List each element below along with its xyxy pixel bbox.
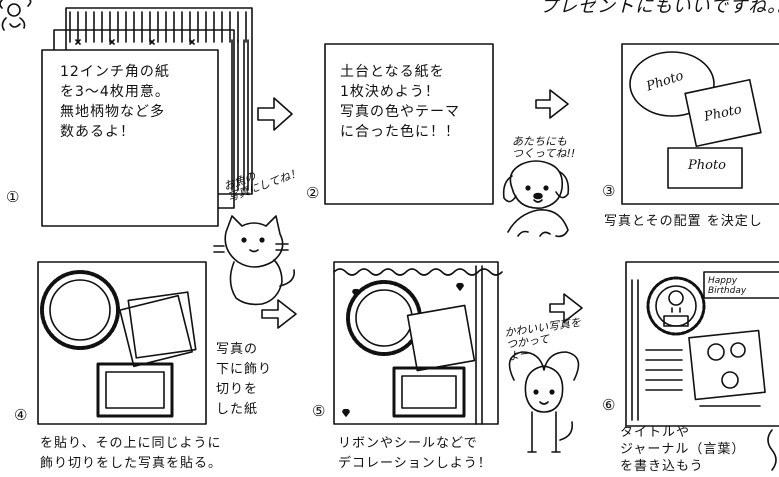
offset-photo-frame <box>119 294 193 368</box>
puppy-illustration <box>508 351 580 453</box>
step5-number: ⑤ <box>312 402 326 420</box>
step1-text: 12インチ角の紙 を3〜4枚用意。 無地柄物など多 数あるよ！ <box>60 64 170 140</box>
step3-number: ③ <box>602 182 616 200</box>
step2-text: 土台となる紙を 1枚決めよう！ 写真の色やテーマ に合った色に！！ <box>340 64 460 140</box>
step3-caption: 写真とその配置 を決定し <box>604 214 763 229</box>
photo-label: Photo <box>688 158 726 173</box>
step4-paper-drawing <box>37 261 207 425</box>
oval-photo-frame <box>629 51 715 117</box>
step5-paper-drawing <box>333 261 499 425</box>
birthday-banner-text: Happy Birthday <box>708 276 747 296</box>
arrow-icon <box>257 97 293 131</box>
step4-number: ④ <box>14 406 28 424</box>
dog-speech-text: あたちにも つくってね!! <box>512 135 576 160</box>
step5-caption: リボンやシールなどで デコレーションしよう！ <box>338 436 492 471</box>
bottom-photo-frame <box>667 147 743 189</box>
flower-decoration <box>0 0 32 31</box>
tilted-photo-frame <box>684 78 762 148</box>
dog-illustration <box>502 160 570 238</box>
step2-number: ② <box>306 184 320 202</box>
cat-illustration <box>213 215 296 306</box>
arrow-icon <box>261 299 297 329</box>
step6-caption: タイトルや ジャーナル（言葉） を書き込もう <box>620 425 746 474</box>
paper-stack-drawing <box>41 7 253 227</box>
scalloped-frame <box>40 270 120 350</box>
step4-caption: を貼り、その上に同じように 飾り切りをした写真を貼る。 <box>40 436 223 471</box>
ornate-photo-frame <box>96 362 174 418</box>
finished-page-drawing <box>625 261 779 427</box>
offset-photo-frame-2 <box>127 291 197 359</box>
step6-number: ⑥ <box>602 396 616 414</box>
base-paper-drawing <box>324 43 494 205</box>
arrow-icon <box>535 89 569 119</box>
header-text: プレゼントにもいいですね。。 <box>540 0 779 17</box>
happy-birthday-banner <box>703 271 779 299</box>
layout-paper-drawing <box>621 43 779 205</box>
step1-number: ① <box>6 188 20 206</box>
step4-side-text: 写真の 下に飾り 切りを した紙 <box>216 342 273 417</box>
arrow-icon <box>549 293 583 323</box>
